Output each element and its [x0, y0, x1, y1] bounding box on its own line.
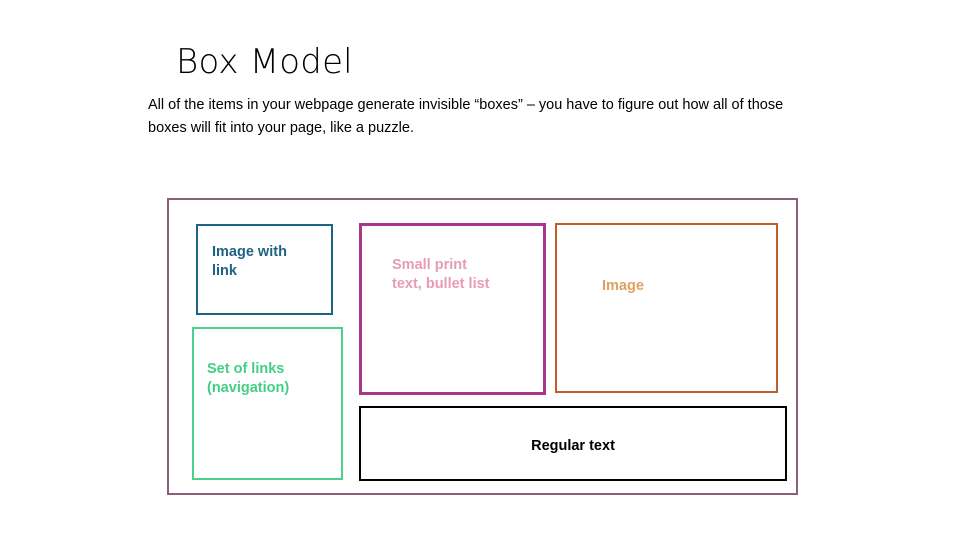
box-model-diagram: Image with link Set of links (navigation… [167, 198, 798, 495]
diagram-box-regular-text-label: Regular text [531, 438, 615, 454]
diagram-box-navigation-links-label: Set of links (navigation) [207, 361, 290, 396]
diagram-box-image-with-link: Image with link [196, 224, 333, 315]
diagram-box-small-print: Small print text, bullet list [359, 223, 546, 395]
diagram-box-navigation-links: Set of links (navigation) [192, 327, 343, 480]
diagram-box-image-label: Image [602, 278, 644, 294]
slide-body-text: All of the items in your webpage generat… [148, 97, 784, 136]
diagram-box-small-print-label: Small print text, bullet list [392, 257, 490, 292]
diagram-box-image-with-link-label: Image with link [212, 244, 287, 279]
diagram-box-image: Image [555, 223, 778, 393]
page-title: Box Model [176, 42, 353, 82]
diagram-box-regular-text: Regular text [359, 406, 787, 481]
